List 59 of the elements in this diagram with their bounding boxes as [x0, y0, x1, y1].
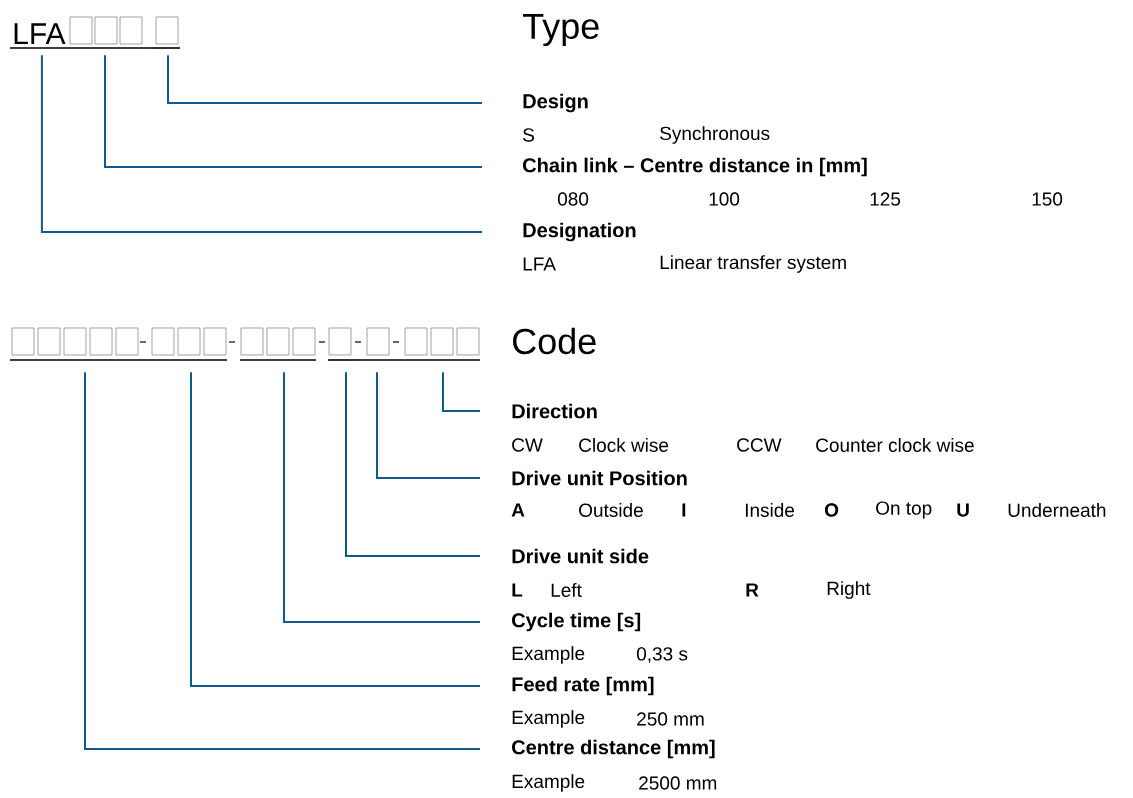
leader-line: [283, 371, 481, 623]
leader-line: [442, 371, 481, 412]
option-text: Linear transfer system: [660, 255, 846, 273]
option-text: Clock wise: [579, 438, 669, 452]
heading-text: Chain link – Centre distance in [mm]: [523, 157, 867, 177]
option-text: 150: [1032, 192, 1063, 206]
leader-line: [376, 371, 481, 479]
placeholder-boxes: [327, 327, 359, 361]
code-letter: I: [682, 503, 686, 517]
option-text: 0,33 s: [636, 647, 688, 663]
option-text: LFA: [523, 257, 556, 271]
heading-text: Drive unit side: [512, 548, 649, 564]
option-text: Example: [512, 646, 585, 664]
option-text: 250 mm: [637, 712, 704, 726]
option-text: 080: [557, 192, 589, 206]
code-letter: R: [746, 583, 759, 597]
heading-text: Cycle time [s]: [512, 612, 641, 632]
section-heading: Type: [523, 13, 599, 47]
option-text: 125: [870, 192, 901, 206]
leader-line: [40, 54, 483, 233]
option-text: Right: [827, 581, 871, 599]
placeholder-boxes: [395, 327, 481, 361]
leader-line: [84, 371, 481, 750]
option-text: Outside: [579, 503, 643, 517]
option-text: Synchronous: [660, 126, 770, 144]
code-text: LFA: [9, 23, 69, 49]
option-text: CCW: [737, 438, 782, 452]
option-text: Counter clock wise: [816, 438, 974, 452]
leader-line: [190, 371, 481, 687]
option-text: CW: [512, 438, 543, 452]
placeholder-boxes: [9, 327, 148, 361]
leader-line: [104, 54, 483, 168]
placeholder-boxes: [67, 16, 151, 49]
option-text: On top: [876, 501, 932, 519]
placeholder-boxes: [149, 16, 181, 49]
heading-text: Feed rate [mm]: [512, 676, 654, 696]
heading-text: Direction: [512, 403, 597, 419]
option-text: 100: [709, 192, 740, 206]
option-text: Inside: [745, 503, 795, 517]
heading-text: Centre distance [mm]: [512, 739, 715, 759]
option-text: Example: [512, 710, 585, 728]
code-letter: U: [957, 503, 969, 517]
code-letter: A: [511, 503, 525, 517]
heading-text: Designation: [523, 222, 636, 242]
option-text: 2500 mm: [639, 776, 717, 790]
option-text: Example: [512, 774, 585, 792]
placeholder-boxes: [357, 327, 397, 361]
code-letter: O: [825, 503, 839, 517]
heading-text: Drive unit Position: [512, 470, 687, 486]
option-text: Underneath: [1008, 503, 1106, 517]
placeholder-boxes: [239, 327, 317, 361]
option-text: S: [523, 128, 534, 142]
leader-line: [167, 54, 483, 104]
section-heading: Code: [513, 327, 596, 355]
placeholder-boxes: [146, 327, 228, 361]
heading-text: Design: [523, 93, 588, 113]
leader-line: [345, 371, 481, 557]
code-letter: L: [512, 583, 523, 597]
option-text: Left: [551, 583, 582, 597]
